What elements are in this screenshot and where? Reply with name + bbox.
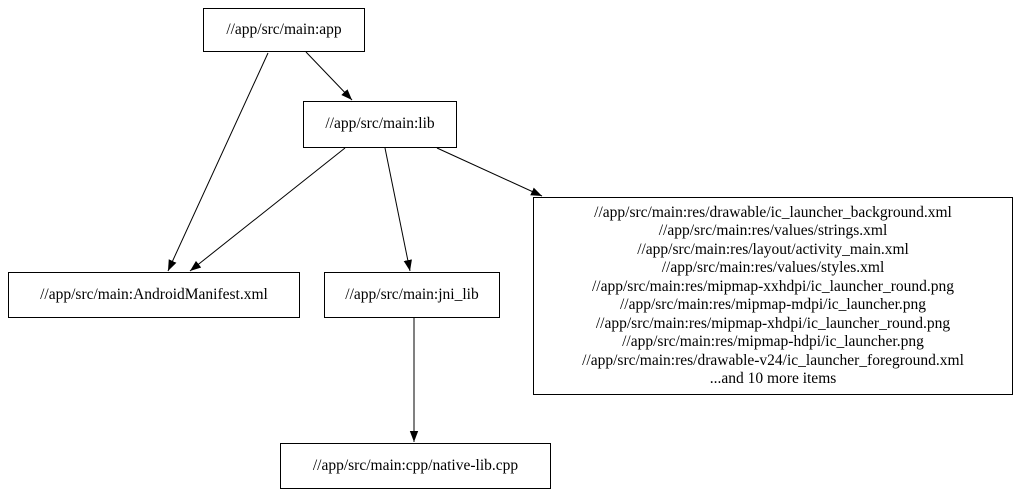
edge-lib-to-manifest <box>189 147 346 272</box>
node-android-manifest-label: //app/src/main:AndroidManifest.xml <box>40 285 268 303</box>
node-native-lib-label: //app/src/main:cpp/native-lib.cpp <box>312 456 519 474</box>
node-jni-lib-label: //app/src/main:jni_lib <box>345 285 479 303</box>
res-group-line: //app/src/main:res/mipmap-xhdpi/ic_launc… <box>595 314 951 332</box>
node-app-label: //app/src/main:app <box>226 20 342 38</box>
res-group-line: //app/src/main:res/drawable/ic_launcher_… <box>594 203 952 221</box>
res-group-line: //app/src/main:res/values/styles.xml <box>661 259 885 276</box>
res-group-line: //app/src/main:res/drawable-v24/ic_launc… <box>582 351 964 369</box>
res-group-line: //app/src/main:res/layout/activity_main.… <box>637 240 909 258</box>
node-lib-label: //app/src/main:lib <box>325 115 435 133</box>
node-android-manifest: //app/src/main:AndroidManifest.xml <box>8 272 300 318</box>
res-group-line: //app/src/main:res/mipmap-xxhdpi/ic_laun… <box>591 277 954 295</box>
node-native-lib: //app/src/main:cpp/native-lib.cpp <box>280 443 551 489</box>
edge-lib-to-jni-lib <box>384 147 412 272</box>
res-group-line: //app/src/main:res/mipmap-mdpi/ic_launch… <box>619 296 927 313</box>
res-group-line: //app/src/main:res/values/strings.xml <box>658 222 888 239</box>
node-jni-lib: //app/src/main:jni_lib <box>324 272 500 318</box>
edge-lib-to-res-group <box>436 147 543 197</box>
node-res-group: //app/src/main:res/drawable/ic_launcher_… <box>533 197 1013 395</box>
edge-app-to-lib <box>305 51 353 101</box>
edge-app-to-manifest <box>167 52 269 272</box>
node-lib: //app/src/main:lib <box>303 101 457 148</box>
res-group-more-items: ...and 10 more items <box>709 370 837 387</box>
res-group-line: //app/src/main:res/mipmap-hdpi/ic_launch… <box>622 333 924 350</box>
node-app: //app/src/main:app <box>203 8 365 52</box>
